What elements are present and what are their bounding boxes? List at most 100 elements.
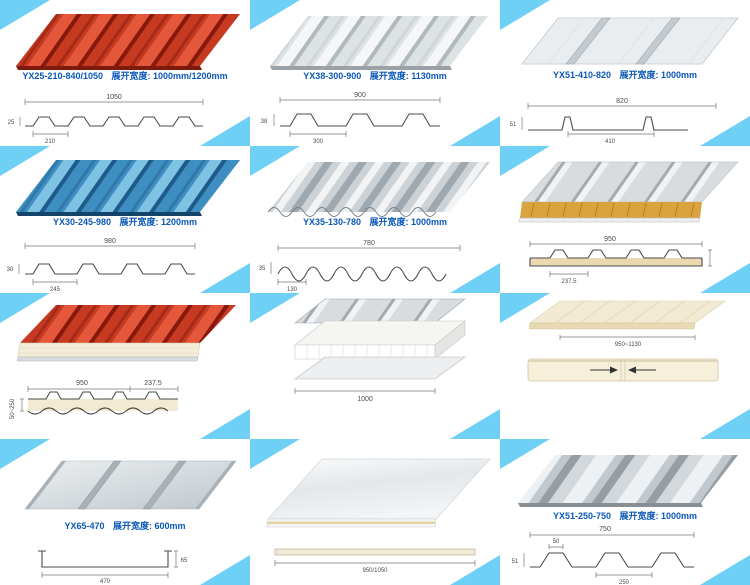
product-label: YX65-470 展开宽度: 600mm [0, 519, 250, 532]
dim-overall: 950 [76, 380, 88, 387]
unfolded-width-label: 展开宽度: 1000mm/1200mm [111, 71, 228, 81]
product-cell-flat-sandwich-panel: 950/1050 [250, 438, 500, 585]
model-number: YX51-250-750 [552, 510, 611, 521]
dim-overall: 900 [354, 92, 366, 99]
product-cell-yx65-seam-panel: 470 65 YX65-470 展开宽度: 600mm [0, 438, 250, 585]
corner-triangle-top-left [0, 438, 50, 469]
corner-triangle-bottom-right [450, 262, 500, 293]
corner-triangle-top-left [0, 292, 50, 323]
pu-width-dimension: 950~1130 [559, 334, 696, 348]
dim-crest: 50 [553, 539, 560, 545]
unfolded-width-label: 展开宽度: 1000mm [369, 217, 448, 228]
product-cell-rockwool-sandwich-panel: 950 237.5 [500, 146, 750, 293]
corner-triangle-top-left [500, 438, 550, 469]
unfolded-width-label: 展开宽度: 600mm [113, 520, 186, 531]
dim-height: 38 [261, 119, 268, 125]
pu-panel-top-view [528, 300, 726, 329]
dim-pitch: 250 [619, 580, 630, 585]
dim-height: 35 [259, 266, 266, 272]
top-steel-sheet [294, 298, 466, 323]
product-label: YX51-410-820 展开宽度: 1000mm [500, 68, 750, 81]
pu-panel-diagram: 950~1130 [527, 300, 726, 381]
product-label: YX51-250-750 展开宽度: 1000mm [500, 509, 750, 522]
dim-overall: 470 [100, 579, 111, 585]
product-label: YX25-210-840/1050 展开宽度: 1000mm/1200mm [0, 69, 250, 82]
corner-triangle-bottom-right [200, 262, 250, 293]
corner-triangle-bottom-right [700, 555, 750, 585]
dim-overall: 980 [104, 238, 116, 245]
red-sandwich-illustration [16, 304, 236, 361]
yx38-panel-diagram: 900 300 38 [261, 16, 488, 145]
dim-pitch: 300 [313, 139, 324, 145]
product-cell-yx38-white-panel: 900 300 38 YX38-300-900 展开宽度: 1130mm [250, 0, 500, 147]
model-number: YX51-410-820 [552, 70, 611, 80]
product-cell-yx25-red-panel: 1050 210 25 YX25-210-840/1050 展开宽度: 1000… [0, 0, 250, 147]
side-section-view: 950/1050 [274, 548, 476, 574]
model-number: YX38-300-900 [303, 71, 362, 81]
model-number: YX30-245-980 [52, 217, 111, 228]
dim-thickness: 50~250 [10, 398, 16, 419]
yx65-panel-diagram: 470 65 [24, 460, 237, 585]
dim-overall: 1050 [106, 94, 122, 101]
dim-pitch: 237.5 [561, 279, 577, 285]
unfolded-width-label: 展开宽度: 1130mm [369, 71, 447, 81]
red-trapezoid-panel-illustration [16, 14, 240, 70]
dim-height: 25 [8, 120, 15, 126]
corner-triangle-top-left [250, 438, 300, 469]
corner-triangle-bottom-right [200, 408, 250, 439]
blue-trapezoid-panel-illustration [16, 160, 240, 217]
dim-pitch: 410 [605, 139, 616, 145]
flat-sandwich-diagram: 950/1050 [266, 458, 491, 574]
exploded-dimension: 1000 [294, 387, 436, 403]
product-cell-pu-sandwich-panel: 950~1130 [500, 292, 750, 439]
rockwool-panel-diagram: 950 237.5 [518, 162, 739, 285]
dim-pitch: 130 [287, 287, 298, 292]
corrugated-wave-panel-illustration [267, 162, 490, 218]
product-cell-yx30-blue-panel: 980 245 30 YX30-245-980 展开宽度: 1200mm [0, 146, 250, 293]
red-sandwich-diagram: 950 237.5 50~250 [10, 304, 236, 419]
yx65-profile-drawing: 470 65 [38, 550, 188, 585]
flat-panel-illustration [266, 458, 491, 528]
corner-triangle-top-left [250, 146, 300, 177]
yx35-panel-diagram: 780 130 35 [259, 162, 490, 292]
product-cell-exploded-sandwich-panel: 1000 [250, 292, 500, 439]
standing-seam-panel-illustration [521, 17, 739, 65]
red-sandwich-profile-drawing: 950 237.5 50~250 [10, 380, 179, 419]
dim-pitch: 245 [50, 287, 61, 292]
model-number: YX35-130-780 [302, 217, 361, 228]
corner-triangle-bottom-right [200, 555, 250, 585]
product-label: YX38-300-900 展开宽度: 1130mm [250, 69, 500, 82]
dim-height: 51 [512, 559, 519, 565]
yx51-410-profile-drawing: 820 410 51 [510, 98, 717, 145]
exploded-sandwich-diagram: 1000 [294, 298, 466, 403]
dim-pitch: 237.5 [144, 380, 162, 387]
yx38-profile-drawing: 900 300 38 [261, 92, 441, 145]
unfolded-width-label: 展开宽度: 1200mm [119, 217, 198, 228]
dim-height: 30 [7, 267, 14, 273]
yx25-panel-diagram: 1050 210 25 [8, 14, 240, 145]
corner-triangle-bottom-right [450, 116, 500, 147]
corner-triangle-bottom-right [700, 116, 750, 147]
product-label: YX35-130-780 展开宽度: 1000mm [250, 215, 500, 228]
product-cell-red-sandwich-panel: 950 237.5 50~250 [0, 292, 250, 439]
galvanized-panel-illustration [518, 454, 738, 507]
dim-overall: 950~1130 [615, 342, 642, 348]
bottom-steel-sheet [294, 356, 466, 379]
unfolded-width-label: 展开宽度: 1000mm [619, 70, 698, 80]
dim-height: 65 [181, 558, 188, 564]
corner-triangle-bottom-right [700, 262, 750, 293]
product-cell-yx35-wave-panel: 780 130 35 YX35-130-780 展开宽度: 1000mm [250, 146, 500, 293]
dim-overall: 950/1050 [362, 568, 388, 574]
corner-triangle-top-left [500, 292, 550, 323]
corner-triangle-top-left [500, 0, 550, 30]
dim-overall: 1000 [357, 396, 373, 403]
unfolded-width-label: 展开宽度: 1000mm [619, 510, 698, 521]
gray-seam-panel-illustration [24, 460, 237, 510]
product-cell-yx51-410-seam-panel: 820 410 51 YX51-410-820 展开宽度: 1000mm [500, 0, 750, 147]
white-trapezoid-panel-illustration [270, 16, 488, 70]
yx51-410-panel-diagram: 820 410 51 [510, 17, 739, 145]
model-number: YX25-210-840/1050 [22, 71, 103, 81]
model-number: YX65-470 [64, 520, 105, 531]
corner-triangle-top-left [250, 0, 300, 30]
